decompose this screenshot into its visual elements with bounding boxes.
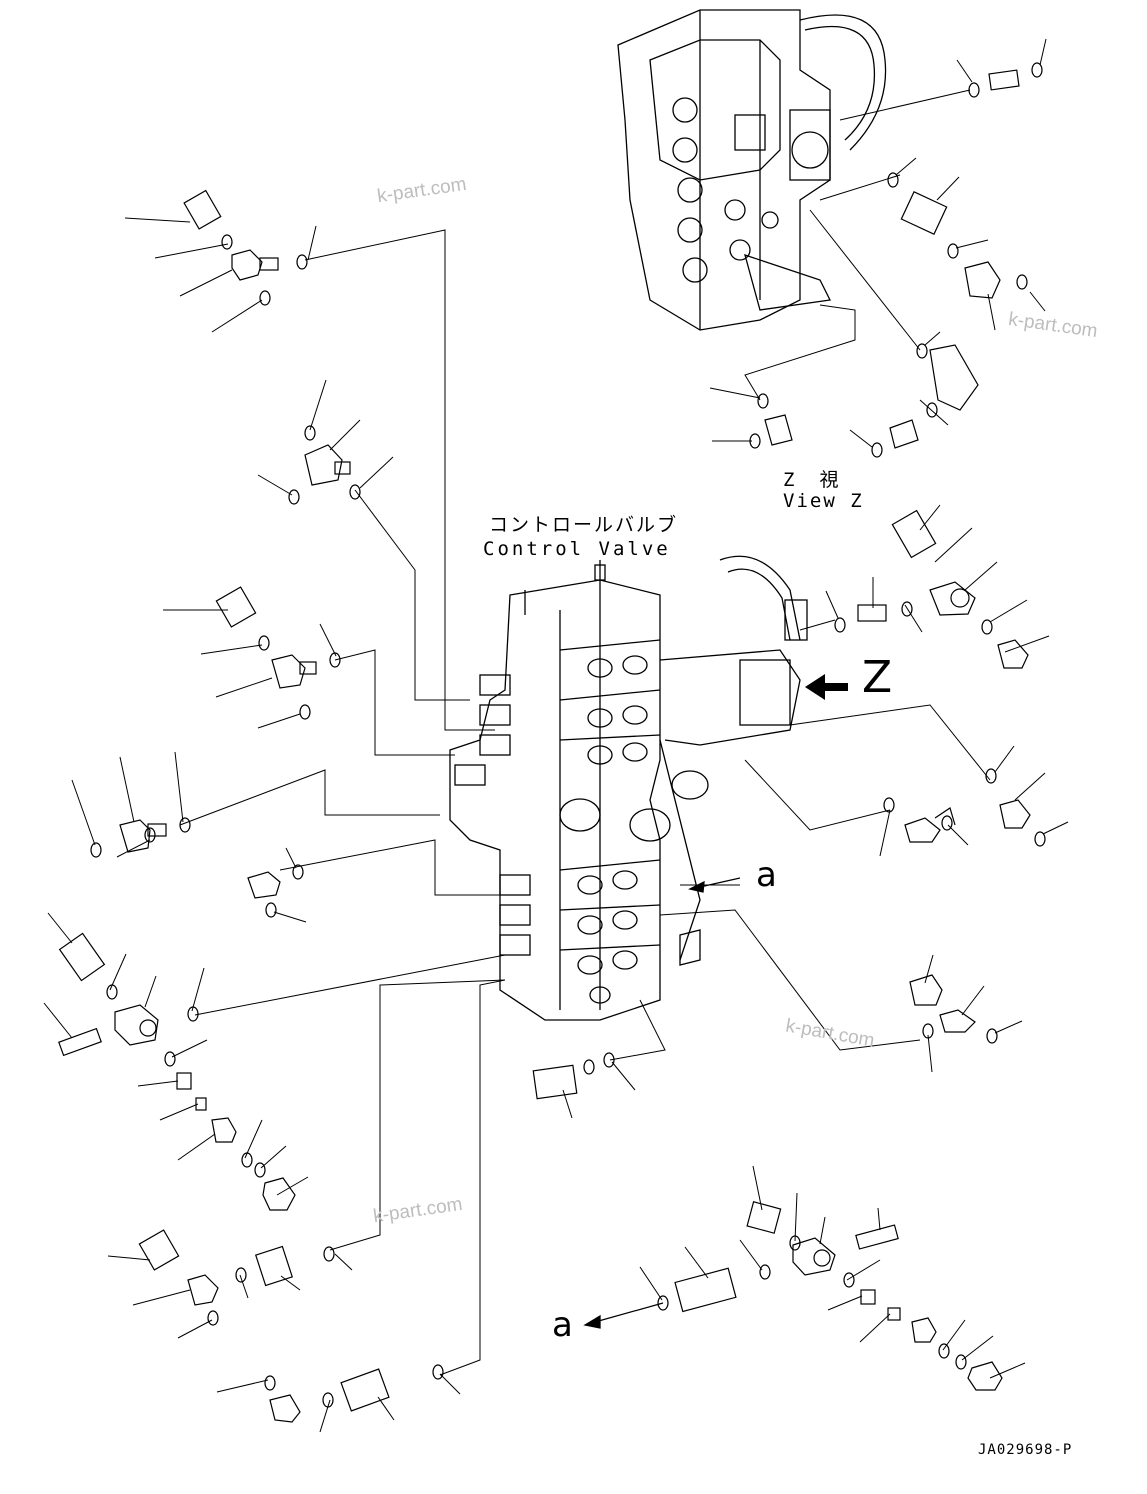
ref-a-label-2: a (552, 1305, 573, 1345)
view-label-japanese: Z 視 (783, 469, 842, 491)
fitting-12 (195, 1097, 207, 1111)
fitting-08 (58, 932, 106, 982)
fitting-35 (857, 604, 887, 622)
fitting-13 (211, 1117, 237, 1143)
title-english: Control Valve (483, 538, 671, 560)
fitting-37 (988, 69, 1020, 91)
fitting-18 (269, 1394, 301, 1423)
fitting-19 (340, 1368, 390, 1412)
fitting-42 (764, 414, 793, 446)
fitting-06 (119, 819, 167, 853)
fitting-17 (254, 1245, 294, 1287)
ref-a-arrow-2 (594, 1302, 664, 1323)
fitting-39 (964, 261, 1001, 299)
fitting-23 (792, 1237, 836, 1276)
title-japanese: コントロールバルブ (489, 514, 679, 536)
fitting-05 (271, 654, 317, 689)
ref-a-arrow-1 (699, 877, 741, 888)
fitting-27 (911, 1317, 937, 1343)
fitting-01 (183, 189, 222, 230)
view-z-valve-body (617, 9, 887, 331)
fitting-31 (904, 807, 956, 843)
fitting-29 (909, 974, 943, 1006)
fitting-32 (999, 799, 1031, 829)
z-arrow-label: Z (862, 652, 893, 703)
fitting-04 (215, 586, 257, 628)
fitting-26 (887, 1307, 901, 1321)
fitting-24 (855, 1224, 899, 1250)
fitting-07 (247, 871, 281, 899)
fitting-25 (860, 1289, 876, 1305)
ref-a-label-1: a (756, 855, 777, 895)
z-direction-arrow (805, 674, 848, 700)
fitting-34 (929, 581, 976, 616)
fitting-30 (939, 1009, 976, 1033)
leader-lines (179, 89, 991, 1376)
fitting-38 (900, 191, 948, 235)
fitting-20 (532, 1064, 578, 1100)
control-valve-body (449, 555, 808, 1021)
fitting-16 (187, 1274, 219, 1306)
ref-a-arrowhead-2 (583, 1314, 601, 1329)
drawing-number: JA029698-P (978, 1442, 1073, 1458)
ref-a-arrowhead-1 (688, 880, 705, 893)
callout-leaders (43, 38, 1069, 1433)
fittings (58, 69, 1031, 1423)
fitting-40 (929, 344, 979, 411)
fitting-21 (674, 1267, 737, 1313)
fitting-22 (746, 1201, 782, 1234)
view-label-english: View Z (783, 490, 864, 512)
fitting-02 (231, 249, 279, 281)
fitting-03 (304, 444, 351, 486)
fitting-11 (176, 1072, 192, 1090)
fitting-28 (967, 1361, 1003, 1391)
fitting-33 (891, 509, 937, 559)
fitting-36 (997, 639, 1029, 669)
fitting-14 (262, 1177, 296, 1211)
fitting-09 (114, 1004, 159, 1046)
fitting-15 (138, 1229, 180, 1271)
o-rings (90, 62, 1046, 1408)
fitting-41 (889, 419, 919, 449)
fitting-10 (58, 1027, 102, 1057)
